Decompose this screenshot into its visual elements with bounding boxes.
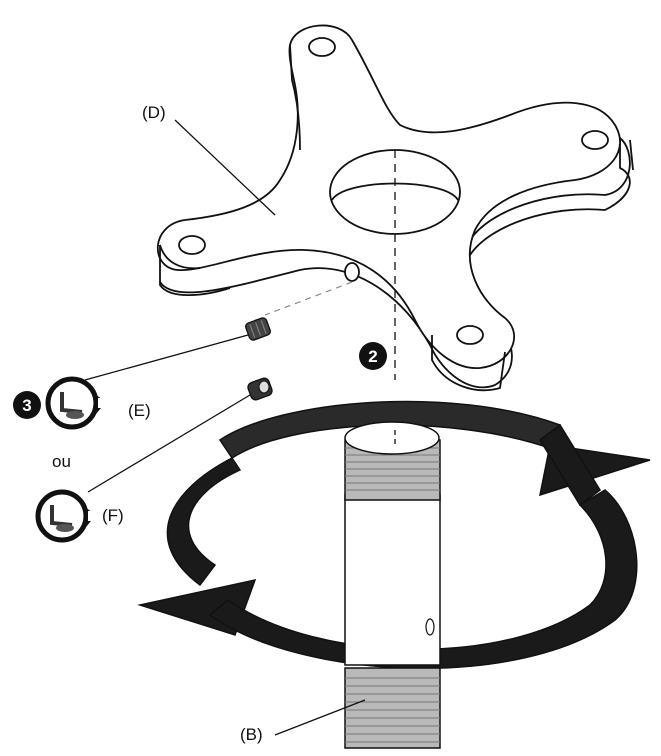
plate-hole-left (178, 235, 206, 255)
label-screw-e: (E) (128, 401, 151, 420)
step-badge-rotate: 2 (359, 342, 387, 370)
plate-set-screw-hole (344, 262, 360, 282)
step-badge-tighten: 3 (13, 391, 41, 419)
label-pipe: (B) (240, 725, 263, 744)
step-number-tighten: 3 (22, 396, 31, 415)
plate-hole-bottom (456, 325, 484, 345)
pipe-thread-bottom (344, 667, 441, 749)
pipe-set-screw-slot (425, 618, 435, 636)
set-screw-e-icon (245, 317, 271, 341)
step-number-rotate: 2 (368, 347, 377, 366)
hex-key-clockwise-icon-f (35, 489, 102, 543)
plate-hole-right (581, 130, 609, 150)
plate-hole-top (308, 37, 336, 57)
set-screw-f-icon (247, 377, 273, 401)
label-plate: (D) (142, 103, 166, 122)
label-or: ou (52, 452, 71, 471)
label-screw-f: (F) (102, 506, 124, 525)
hex-key-clockwise-icon-e (45, 376, 112, 430)
rotation-arrow-icon (137, 400, 651, 669)
threaded-pipe (344, 421, 441, 749)
